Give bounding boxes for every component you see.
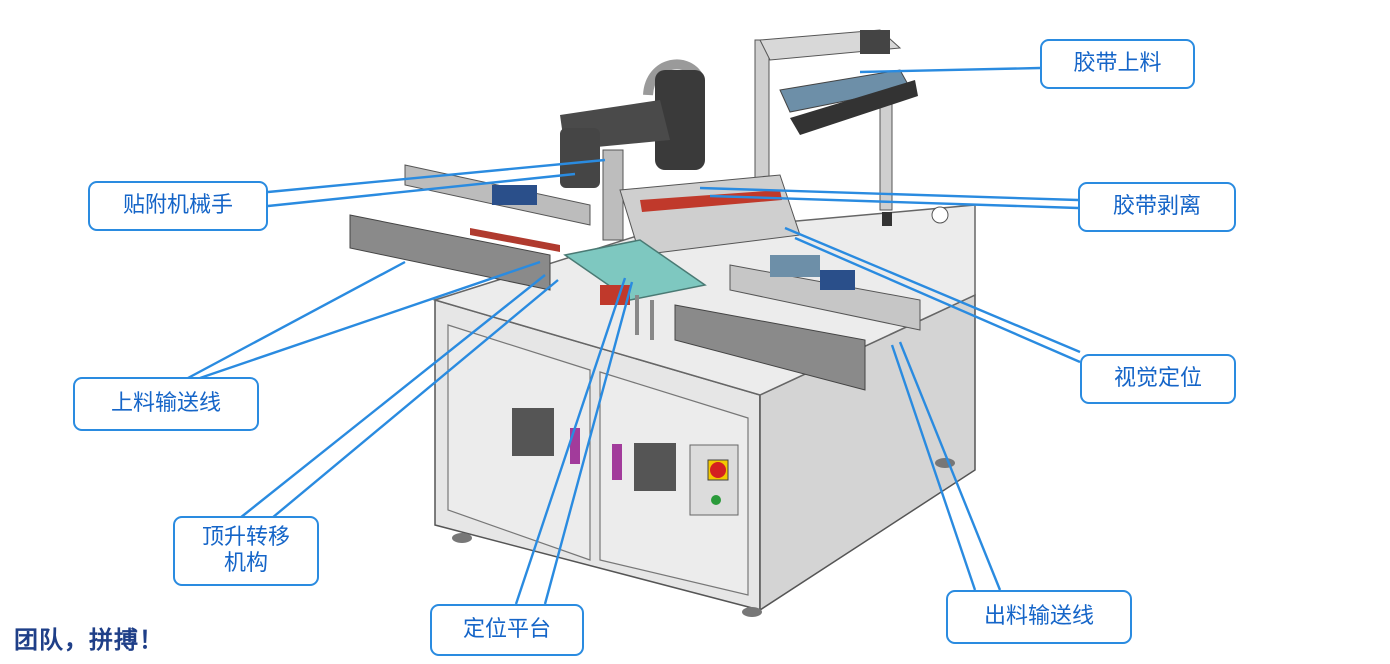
label-lift-transfer-line1: 顶升转移: [201, 525, 290, 550]
label-lift-transfer: 顶升转移 机构: [173, 516, 319, 586]
leader-lines: [187, 66, 1081, 605]
label-outfeed-conveyor: 出料输送线: [946, 590, 1132, 644]
label-tape-feeding: 胶带上料: [1040, 39, 1195, 89]
infeed-conveyor: [349, 164, 591, 291]
positioning-platform: [563, 239, 707, 340]
label-infeed-conveyor-text: 上料输送线: [110, 391, 221, 416]
outfeed-conveyor: [674, 255, 921, 391]
slogan-text: 团队，拼搏！: [14, 626, 164, 654]
label-positioning-platform: 定位平台: [430, 604, 584, 656]
scara-robot: [560, 59, 705, 241]
label-attach-robot-text: 贴附机械手: [122, 193, 233, 218]
label-attach-robot: 贴附机械手: [88, 181, 268, 231]
label-tape-peeling-text: 胶带剥离: [1112, 194, 1201, 219]
label-vision-positioning-text: 视觉定位: [1113, 366, 1202, 391]
label-vision-positioning: 视觉定位: [1080, 354, 1236, 404]
label-outfeed-conveyor-text: 出料输送线: [983, 604, 1094, 629]
tape-peeling-module: [619, 174, 801, 256]
label-tape-feeding-text: 胶带上料: [1073, 51, 1162, 76]
label-infeed-conveyor: 上料输送线: [73, 377, 259, 431]
label-tape-peeling: 胶带剥离: [1078, 182, 1236, 232]
label-lift-transfer-line2: 机构: [223, 551, 268, 576]
label-positioning-platform-text: 定位平台: [462, 617, 551, 642]
tape-feeding-module: [754, 29, 918, 211]
